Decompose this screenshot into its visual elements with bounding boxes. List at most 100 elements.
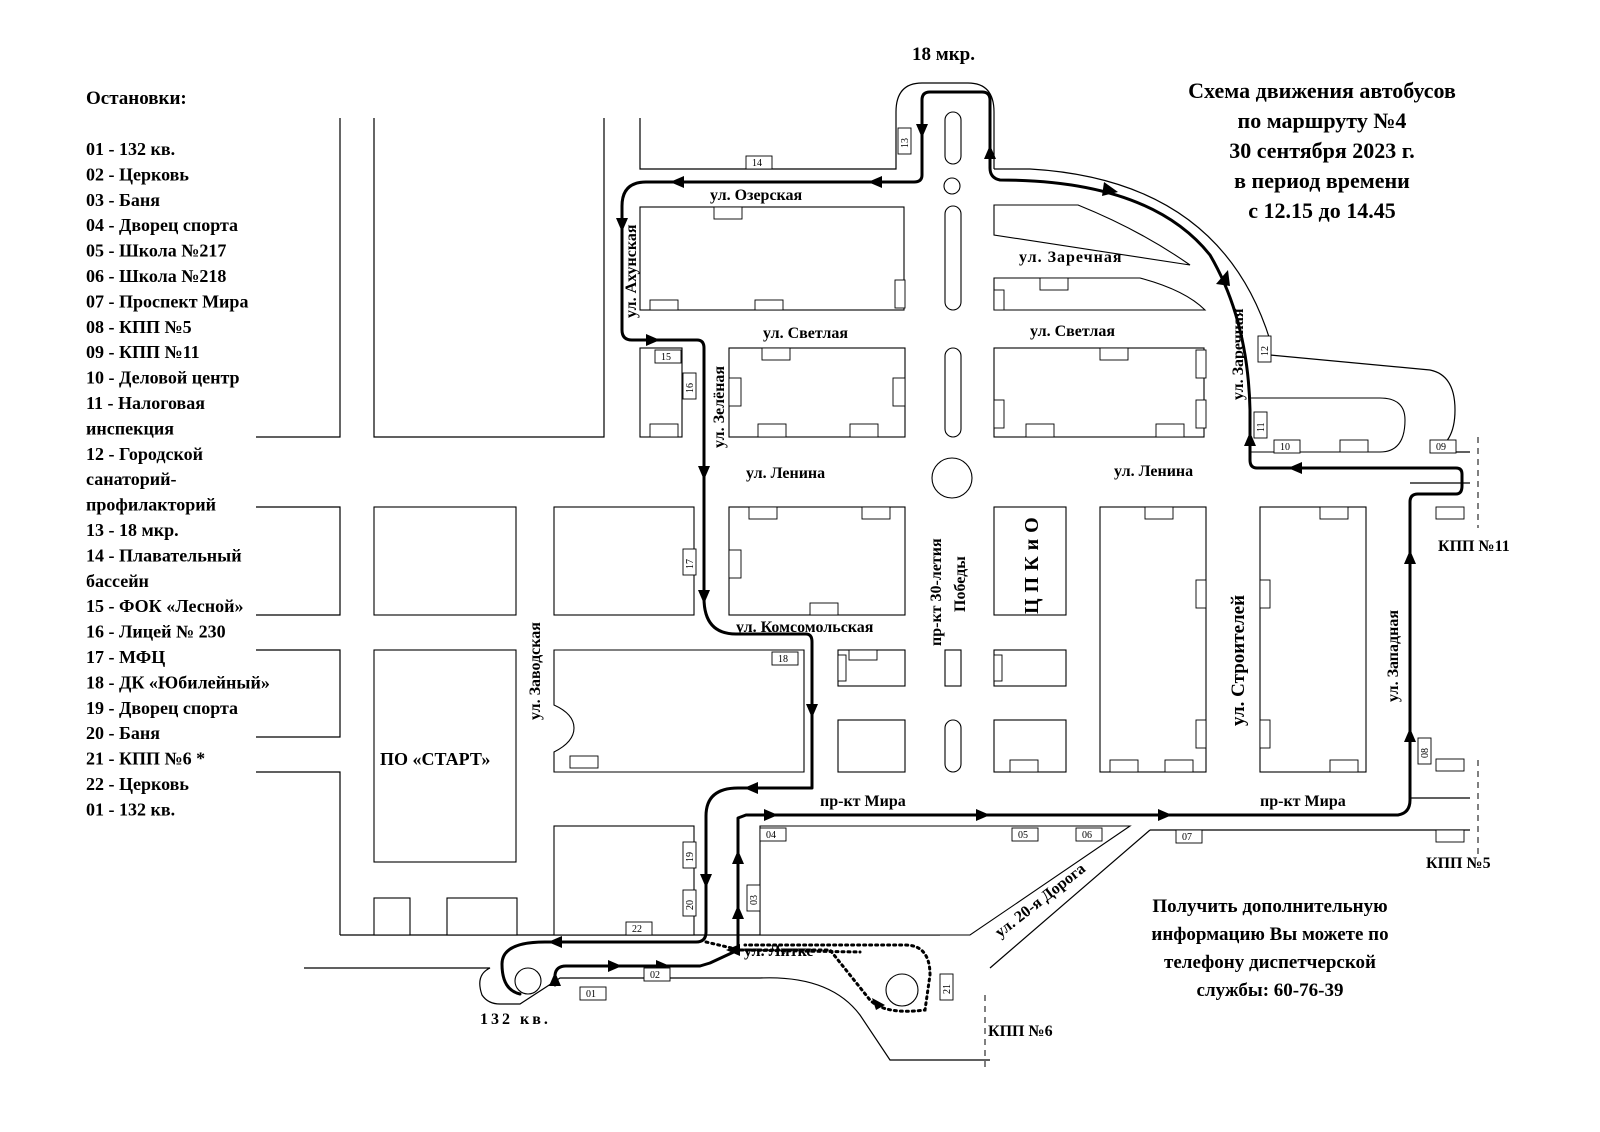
svg-text:22: 22 <box>632 924 642 935</box>
svg-text:08: 08 <box>1420 748 1431 758</box>
label-zarechnaya-h: ул. Заречная <box>1019 249 1123 266</box>
stops-legend-line: 01 - 132 кв. <box>86 139 175 159</box>
stop-tag-22: 22 <box>625 921 653 936</box>
svg-text:03: 03 <box>749 895 760 905</box>
svg-text:21: 21 <box>942 984 953 994</box>
svg-text:09: 09 <box>1436 442 1446 453</box>
place-labels: 18 мкр. 132 кв. ПО «СТАРТ» ЦПКиО КПП №11… <box>380 44 1510 1040</box>
label-lenina-left: ул. Ленина <box>746 465 825 482</box>
stops-legend-line: 01 - 132 кв. <box>86 799 175 819</box>
stop-tag-17: 17 <box>682 548 697 576</box>
label-zavodskaya: ул. Заводская <box>527 622 544 720</box>
svg-text:16: 16 <box>685 383 696 393</box>
stop-tag-11: 11 <box>1253 411 1268 439</box>
stop-tag-12: 12 <box>1257 335 1272 363</box>
svg-text:15: 15 <box>661 352 671 363</box>
label-pobedy-1: пр-кт 30-летия <box>928 538 945 646</box>
stop-tag-19: 19 <box>682 841 697 869</box>
label-132-kv: 132 кв. <box>480 1011 551 1028</box>
stops-legend-line: 12 - Городской <box>86 444 203 464</box>
stops-legend-line: 22 - Церковь <box>86 774 189 794</box>
label-pobedy-2: Победы <box>952 556 969 612</box>
label-zarechnaya-v: ул. Заречная <box>1230 308 1247 400</box>
stops-legend-line: 10 - Деловой центр <box>86 368 240 388</box>
svg-text:10: 10 <box>1280 442 1290 453</box>
title-line-2: по маршруту №4 <box>1238 108 1407 133</box>
stops-heading: Остановки: <box>86 88 187 109</box>
stop-tag-01: 01 <box>579 986 607 1001</box>
svg-text:05: 05 <box>1018 830 1028 841</box>
svg-text:06: 06 <box>1082 830 1092 841</box>
stops-legend-line: 07 - Проспект Мира <box>86 291 248 311</box>
title-line-3: 30 сентября 2023 г. <box>1229 138 1415 163</box>
stops-legend-line: 02 - Церковь <box>86 164 189 184</box>
stop-tag-14: 14 <box>745 155 773 170</box>
stops-legend-line: 17 - МФЦ <box>86 647 165 667</box>
label-zelenaya: ул. Зелёная <box>711 366 728 448</box>
stops-legend-line: 03 - Баня <box>86 190 160 210</box>
building-marks <box>569 206 1465 843</box>
svg-text:11: 11 <box>1256 422 1267 432</box>
stop-tag-20: 20 <box>682 889 697 917</box>
stops-legend-line: 15 - ФОК «Лесной» <box>86 596 243 616</box>
label-svetlaya-left: ул. Светлая <box>763 325 848 342</box>
stops-legend-line: 11 - Налоговая <box>86 393 205 413</box>
label-svetlaya-right: ул. Светлая <box>1030 323 1115 340</box>
svg-text:14: 14 <box>752 158 762 169</box>
stop-tag-10: 10 <box>1273 439 1301 454</box>
stop-tag-21: 21 <box>939 973 954 1001</box>
stop-tag-15: 15 <box>654 349 682 364</box>
label-stroiteley: ул. Строителей <box>1228 595 1249 726</box>
checkpoint-lines <box>984 437 1479 1070</box>
stops-legend-line: бассейн <box>86 571 149 591</box>
stops-legend-line: 13 - 18 мкр. <box>86 520 179 540</box>
city-blocks <box>373 111 1406 1007</box>
label-lenina-right: ул. Ленина <box>1114 463 1193 480</box>
label-kpp-11: КПП №11 <box>1438 538 1510 555</box>
label-18-mkr: 18 мкр. <box>912 44 975 65</box>
stops-legend-line: 19 - Дворец спорта <box>86 698 238 718</box>
label-kpp-5: КПП №5 <box>1426 855 1491 872</box>
info-line-2: информацию Вы можете по <box>1151 924 1388 945</box>
stop-tag-13: 13 <box>897 127 912 155</box>
map-title: Схема движения автобусов по маршруту №4 … <box>1188 78 1456 223</box>
label-cpkio: ЦПКиО <box>1021 511 1043 614</box>
title-line-4: в период времени <box>1234 168 1410 193</box>
bus-route <box>500 90 1464 1013</box>
svg-text:19: 19 <box>685 852 696 862</box>
label-mira-left: пр-кт Мира <box>820 793 906 810</box>
stop-tag-06: 06 <box>1075 827 1103 842</box>
svg-text:12: 12 <box>1260 346 1271 356</box>
svg-text:07: 07 <box>1182 832 1192 843</box>
stops-legend-line: профилакторий <box>86 495 216 515</box>
svg-text:02: 02 <box>650 970 660 981</box>
stop-tag-04: 04 <box>759 827 787 842</box>
stops-legend-line: 04 - Дворец спорта <box>86 215 238 235</box>
stop-tag-16: 16 <box>682 372 697 400</box>
label-mira-right: пр-кт Мира <box>1260 793 1346 810</box>
stop-tag-02: 02 <box>643 967 671 982</box>
stops-legend-line: 20 - Баня <box>86 723 160 743</box>
stop-tag-07: 07 <box>1175 829 1203 844</box>
info-text: Получить дополнительную информацию Вы мо… <box>1151 896 1388 1001</box>
info-line-3: телефону диспетчерской <box>1164 952 1376 973</box>
stops-legend-line: 16 - Лицей № 230 <box>86 622 226 642</box>
label-zapadnaya: ул. Западная <box>1385 610 1402 702</box>
stop-tag-03: 03 <box>746 884 761 912</box>
stops-legend-line: инспекция <box>86 418 174 438</box>
stops-legend-line: 18 - ДК «Юбилейный» <box>86 672 270 692</box>
stop-tag-08: 08 <box>1417 737 1432 765</box>
stops-legend-line: 06 - Школа №218 <box>86 266 226 286</box>
label-litke: ул. Литке <box>744 943 814 960</box>
stops-legend-line: 14 - Плавательный <box>86 545 242 565</box>
stops-legend-line: 09 - КПП №11 <box>86 342 200 362</box>
label-komsomolskaya: ул. Комсомольская <box>736 619 874 636</box>
label-kpp-6: КПП №6 <box>988 1023 1053 1040</box>
label-ozerskaya: ул. Озерская <box>710 187 803 204</box>
stop-tags: 01 02 03 04 05 06 07 08 09 10 11 12 13 1… <box>579 127 1457 1001</box>
stops-legend-line: 08 - КПП №5 <box>86 317 192 337</box>
svg-text:01: 01 <box>586 989 596 1000</box>
stops-legend: Остановки: 01 - 132 кв. 02 - Церковь 03 - … <box>86 88 270 819</box>
svg-text:13: 13 <box>900 138 911 148</box>
